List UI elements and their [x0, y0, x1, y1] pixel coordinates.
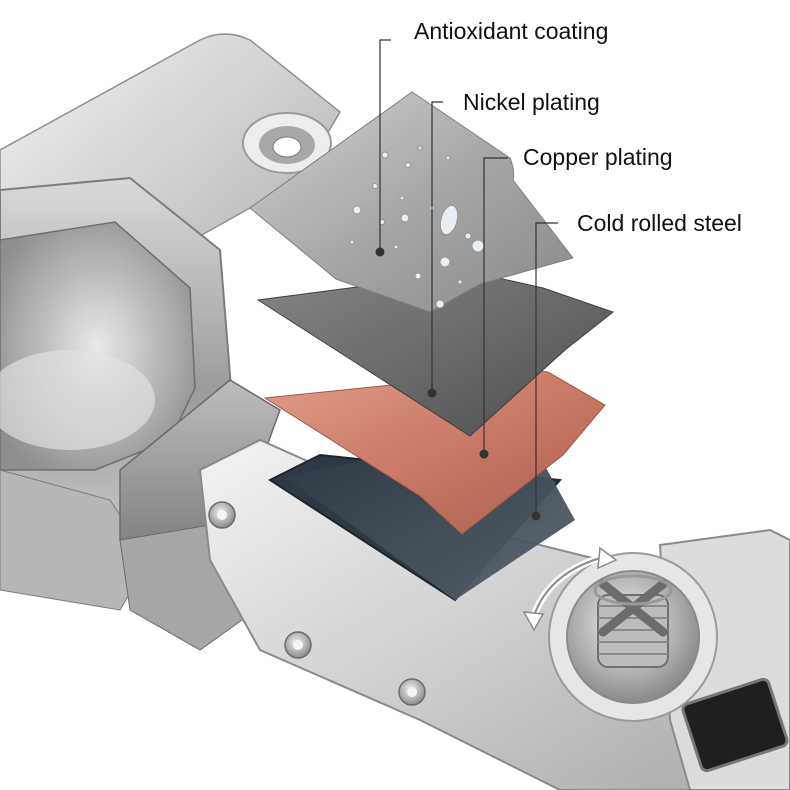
water-droplets: [349, 145, 485, 309]
callout-nickel: [427, 101, 443, 398]
rivet-3: [398, 678, 426, 706]
callout-antioxidant: [375, 39, 391, 257]
layer-antioxidant: [249, 91, 574, 313]
adjustment-screw: [548, 552, 718, 722]
label-copper-plating: Copper plating: [523, 144, 673, 170]
callout-steel: [531, 222, 558, 521]
label-antioxidant-coating: Antioxidant coating: [414, 18, 609, 44]
callout-copper: [479, 157, 508, 459]
rivet-2: [284, 631, 312, 659]
hinge-cup: [0, 176, 234, 611]
label-cold-rolled-steel: Cold rolled steel: [577, 210, 742, 236]
plate-screw-hole: [242, 112, 332, 174]
label-nickel-plating: Nickel plating: [463, 89, 600, 115]
rivet-1: [208, 501, 236, 529]
arm-end-slot: [681, 677, 789, 773]
